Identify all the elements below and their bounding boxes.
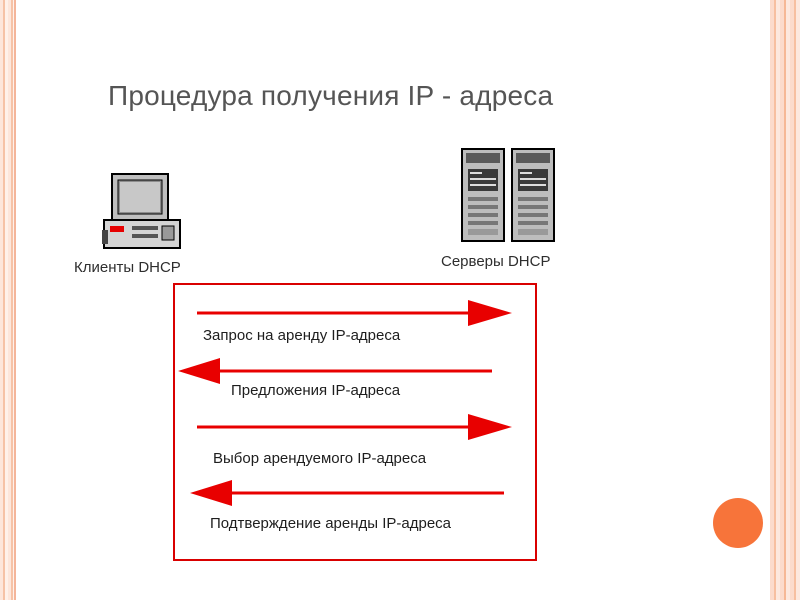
servers-label: Серверы DHCP bbox=[441, 253, 551, 270]
message-exchange-box bbox=[173, 283, 537, 561]
message-request-label: Запрос на аренду IP-адреса bbox=[203, 327, 401, 344]
clients-label: Клиенты DHCP bbox=[74, 259, 181, 276]
server-icon bbox=[461, 148, 555, 242]
right-decorative-stripes bbox=[770, 0, 800, 600]
arrow-acknowledge bbox=[190, 480, 504, 506]
arrow-selection bbox=[197, 414, 512, 440]
arrow-request bbox=[197, 300, 512, 326]
arrow-offer bbox=[178, 358, 492, 384]
slide-title: Процедура получения IP - адреса bbox=[108, 80, 554, 111]
message-acknowledge-label: Подтверждение аренды IP-адреса bbox=[210, 515, 452, 532]
client-computer-icon bbox=[102, 173, 181, 249]
message-offer-label: Предложения IP-адреса bbox=[231, 382, 401, 399]
left-decorative-stripes bbox=[0, 0, 14, 600]
message-selection-label: Выбор арендуемого IP-адреса bbox=[213, 450, 427, 467]
decorative-orange-circle bbox=[713, 498, 763, 548]
